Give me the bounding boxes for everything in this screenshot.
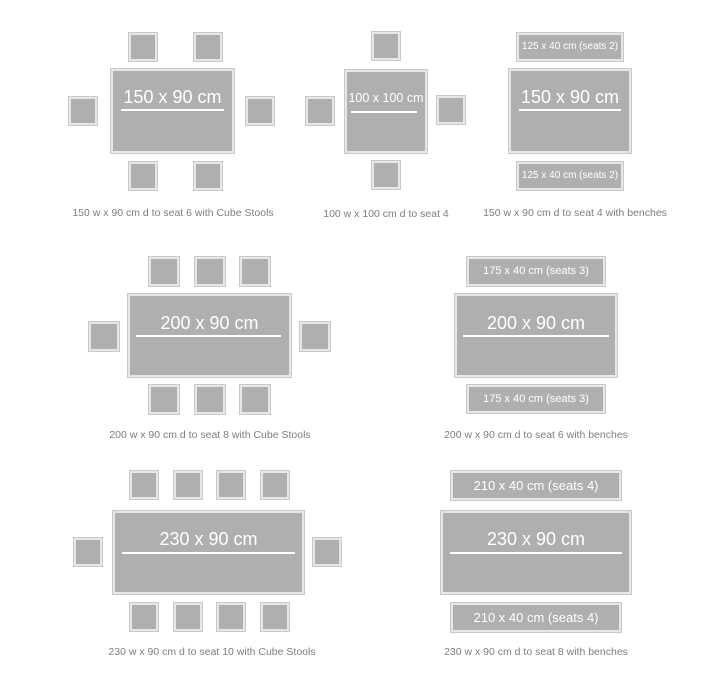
cube-stool bbox=[217, 603, 245, 631]
cube-stool bbox=[372, 32, 400, 60]
dining-table: 150 x 90 cm bbox=[509, 69, 631, 153]
cube-stool bbox=[240, 257, 270, 286]
bench: 210 x 40 cm (seats 4) bbox=[451, 471, 621, 500]
cube-stool bbox=[261, 471, 289, 499]
dining-table: 150 x 90 cm bbox=[111, 69, 234, 153]
cube-stool bbox=[217, 471, 245, 499]
cube-stool bbox=[129, 33, 157, 61]
table-size-label: 200 x 90 cm bbox=[160, 313, 259, 333]
table-divider-line bbox=[450, 552, 622, 554]
cube-stool bbox=[261, 603, 289, 631]
bench-size-label: 125 x 40 cm (seats 2) bbox=[521, 170, 619, 181]
bench: 125 x 40 cm (seats 2) bbox=[517, 162, 623, 190]
dining-table: 100 x 100 cm bbox=[345, 70, 427, 153]
cube-stool bbox=[89, 322, 119, 351]
bench: 125 x 40 cm (seats 2) bbox=[517, 33, 623, 61]
layout-caption: 200 w x 90 cm d to seat 8 with Cube Stoo… bbox=[109, 429, 311, 441]
bench: 175 x 40 cm (seats 3) bbox=[467, 385, 605, 413]
layout-caption: 150 w x 90 cm d to seat 4 with benches bbox=[483, 207, 667, 219]
layout-caption: 150 w x 90 cm d to seat 6 with Cube Stoo… bbox=[72, 207, 274, 219]
cube-stool bbox=[437, 96, 465, 124]
cube-stool bbox=[194, 33, 222, 61]
cube-stool bbox=[149, 257, 179, 286]
layout-caption: 230 w x 90 cm d to seat 8 with benches bbox=[444, 646, 628, 658]
table-divider-line bbox=[136, 335, 281, 337]
table-size-label: 150 x 90 cm bbox=[123, 87, 222, 107]
cube-stool bbox=[240, 385, 270, 414]
table-size-label: 200 x 90 cm bbox=[486, 313, 586, 333]
cube-stool bbox=[69, 97, 97, 125]
layout-caption: 100 w x 100 cm d to seat 4 bbox=[323, 208, 449, 220]
bench: 210 x 40 cm (seats 4) bbox=[451, 603, 621, 632]
cube-stool bbox=[300, 322, 330, 351]
layout-caption: 200 w x 90 cm d to seat 6 with benches bbox=[444, 429, 628, 441]
cube-stool bbox=[313, 538, 341, 566]
table-divider-line bbox=[463, 335, 609, 337]
table-size-label: 100 x 100 cm bbox=[348, 91, 424, 105]
bench-size-label: 125 x 40 cm (seats 2) bbox=[521, 41, 619, 52]
cube-stool bbox=[306, 97, 334, 125]
cube-stool bbox=[174, 471, 202, 499]
dining-table: 230 x 90 cm bbox=[113, 511, 304, 594]
table-divider-line bbox=[351, 111, 417, 113]
table-divider-line bbox=[519, 109, 621, 111]
cube-stool bbox=[74, 538, 102, 566]
cube-stool bbox=[372, 161, 400, 189]
layout-caption: 230 w x 90 cm d to seat 10 with Cube Sto… bbox=[108, 646, 316, 658]
table-size-label: 230 x 90 cm bbox=[486, 529, 586, 549]
cube-stool bbox=[129, 162, 157, 190]
dining-table: 200 x 90 cm bbox=[128, 294, 291, 377]
bench: 175 x 40 cm (seats 3) bbox=[467, 257, 605, 286]
dining-table: 200 x 90 cm bbox=[455, 294, 617, 377]
bench-size-label: 210 x 40 cm (seats 4) bbox=[473, 610, 599, 625]
bench-size-label: 175 x 40 cm (seats 3) bbox=[483, 393, 589, 405]
cube-stool bbox=[130, 471, 158, 499]
table-divider-line bbox=[121, 109, 224, 111]
table-divider-line bbox=[122, 552, 295, 554]
cube-stool bbox=[149, 385, 179, 414]
cube-stool bbox=[195, 257, 225, 286]
bench-size-label: 210 x 40 cm (seats 4) bbox=[473, 478, 599, 493]
cube-stool bbox=[174, 603, 202, 631]
cube-stool bbox=[246, 97, 274, 125]
table-size-label: 230 x 90 cm bbox=[159, 529, 258, 549]
bench-size-label: 175 x 40 cm (seats 3) bbox=[483, 265, 589, 277]
cube-stool bbox=[194, 162, 222, 190]
cube-stool bbox=[195, 385, 225, 414]
table-size-label: 150 x 90 cm bbox=[520, 87, 620, 107]
dining-table: 230 x 90 cm bbox=[441, 511, 631, 594]
cube-stool bbox=[130, 603, 158, 631]
